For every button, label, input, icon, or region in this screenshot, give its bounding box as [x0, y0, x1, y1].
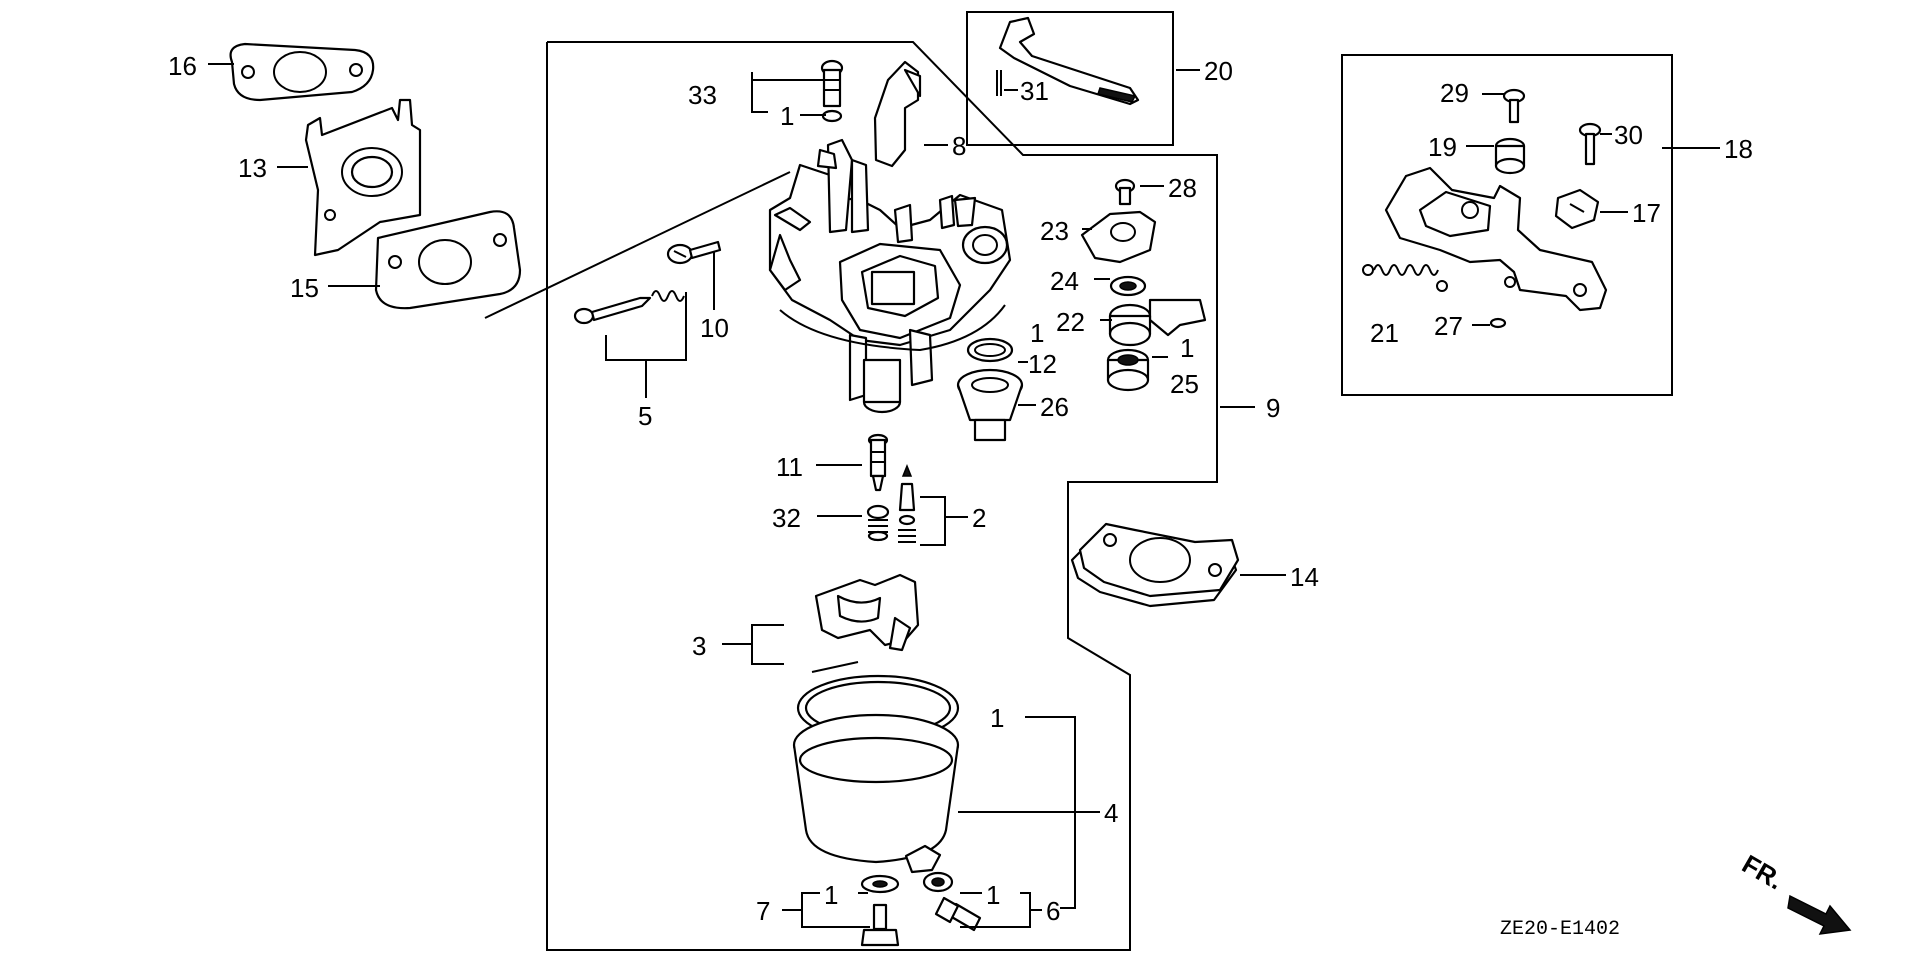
part-28-screw — [1114, 178, 1136, 206]
diagram-code: ZE20-E1402 — [1500, 918, 1620, 941]
part-16-gasket — [229, 42, 375, 102]
callout-5: 5 — [638, 401, 652, 431]
part-21-spring — [1362, 264, 1448, 292]
part-27-ring — [1489, 317, 1507, 329]
part-22-lever-shaft — [1108, 298, 1207, 347]
part-7-drain-bolt — [860, 874, 900, 947]
carburetor-body — [768, 138, 1012, 414]
callout-19: 19 — [1428, 132, 1457, 162]
part-33-bolt — [820, 59, 844, 123]
arrow-right-down-icon — [1787, 894, 1852, 935]
direction-label: FR. — [1737, 849, 1788, 896]
callout-6: 6 — [1046, 896, 1060, 926]
callout-9: 9 — [1266, 393, 1280, 423]
part-10-screw — [666, 240, 722, 265]
callout-1-right-washer: 1 — [986, 880, 1000, 910]
callout-1-lever: 1 — [1180, 333, 1194, 363]
callout-14: 14 — [1290, 562, 1319, 592]
part-19-collar — [1494, 137, 1526, 175]
callout-13: 13 — [238, 153, 267, 183]
part-8-lever — [873, 60, 922, 168]
callout-1-bowl: 1 — [990, 703, 1004, 733]
part-25-collar — [1106, 348, 1150, 392]
choke-lever-frame — [1341, 54, 1673, 396]
part-29-screw — [1502, 88, 1526, 124]
callout-30: 30 — [1614, 120, 1643, 150]
callout-32: 32 — [772, 503, 801, 533]
callout-10: 10 — [700, 313, 729, 343]
callout-23: 23 — [1040, 216, 1069, 246]
part-13-insulator — [304, 98, 422, 257]
part-11-main-nozzle — [867, 433, 889, 492]
callout-1-oring: 1 — [1030, 318, 1044, 348]
part-24-seal — [1109, 275, 1147, 297]
callout-31: 31 — [1020, 76, 1049, 106]
part-5-screw-and-spring — [573, 290, 685, 325]
direction-marker: FR. — [1737, 849, 1852, 935]
part-3-float — [811, 573, 920, 673]
callout-33: 33 — [688, 80, 717, 110]
callout-4: 4 — [1104, 798, 1118, 828]
callout-18: 18 — [1724, 134, 1753, 164]
part-17-clip — [1554, 188, 1600, 230]
part-31-pin — [996, 70, 1002, 96]
callout-16: 16 — [168, 51, 197, 81]
part-12-oring — [966, 337, 1014, 363]
callout-7: 7 — [756, 896, 770, 926]
carburetor-assembly-frame — [546, 41, 1218, 951]
part-6-drain-screw — [922, 871, 982, 932]
part-26-bowl-insert — [956, 368, 1024, 442]
callout-3: 3 — [692, 631, 706, 661]
callout-27: 27 — [1434, 311, 1463, 341]
callout-1-top: 1 — [780, 101, 794, 131]
leader-lines — [208, 63, 1720, 928]
lever-set-frame — [966, 11, 1174, 146]
callout-12: 12 — [1028, 349, 1057, 379]
callout-24: 24 — [1050, 266, 1079, 296]
callout-labels: 16 13 15 33 1 8 10 5 28 23 24 22 1 1 12 … — [168, 51, 1753, 926]
part-2-float-valve — [898, 463, 916, 543]
callout-26: 26 — [1040, 392, 1069, 422]
part-20-lever-arm — [998, 16, 1140, 106]
callout-22: 22 — [1056, 307, 1085, 337]
part-15-gasket — [374, 171, 791, 319]
callout-2: 2 — [972, 503, 986, 533]
callout-21: 21 — [1370, 318, 1399, 348]
callout-20: 20 — [1204, 56, 1233, 86]
callout-1-left-washer: 1 — [824, 880, 838, 910]
callout-28: 28 — [1168, 173, 1197, 203]
part-14-gasket — [1070, 522, 1240, 608]
part-23-plate — [1080, 210, 1157, 264]
callout-15: 15 — [290, 273, 319, 303]
callout-17: 17 — [1632, 198, 1661, 228]
choke-lever-bracket — [1384, 166, 1608, 312]
callout-25: 25 — [1170, 369, 1199, 399]
callout-29: 29 — [1440, 78, 1469, 108]
part-30-screw — [1578, 122, 1602, 166]
callout-11: 11 — [776, 452, 803, 482]
callout-8: 8 — [952, 131, 966, 161]
part-32-spring-jet — [866, 504, 890, 542]
part-4-float-bowl — [792, 713, 960, 874]
